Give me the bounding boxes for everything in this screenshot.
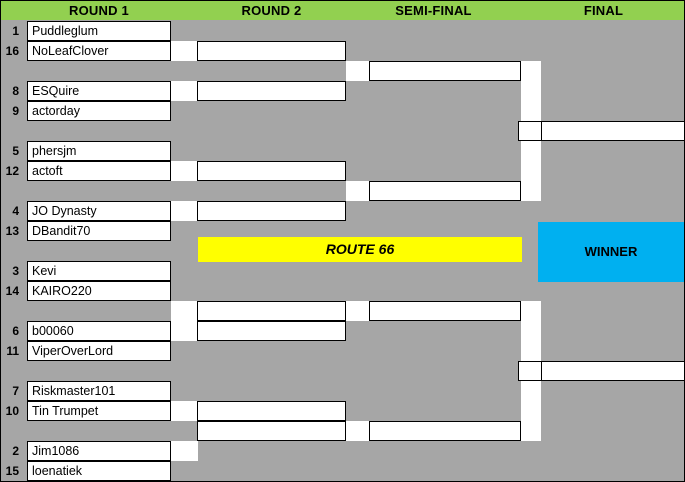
semifinal-slot[interactable] <box>369 181 521 201</box>
connector-r1-r2 <box>171 81 198 101</box>
seed-number: 15 <box>5 464 19 478</box>
player-name-box[interactable]: Kevi <box>27 261 171 281</box>
round2-slot[interactable] <box>197 41 346 61</box>
round2-slot[interactable] <box>197 301 346 321</box>
player-name-box[interactable]: actoft <box>27 161 171 181</box>
bracket-header-band: ROUND 1 ROUND 2 SEMI-FINAL FINAL <box>1 1 684 20</box>
final-connector-stub <box>518 361 542 381</box>
connector-r2-sf <box>346 301 370 321</box>
seed-number: 4 <box>12 204 19 218</box>
semifinal-slot[interactable] <box>369 301 521 321</box>
seed-number: 9 <box>12 104 19 118</box>
player-name-box[interactable]: ESQuire <box>27 81 171 101</box>
round2-slot[interactable] <box>197 201 346 221</box>
seed-number: 7 <box>12 384 19 398</box>
seed-number: 8 <box>12 84 19 98</box>
round2-slot[interactable] <box>197 161 346 181</box>
column-header-round-2: ROUND 2 <box>241 3 302 18</box>
final-slot[interactable] <box>541 361 684 381</box>
connector-r1-r2 <box>171 441 198 461</box>
connector-r1-r2 <box>171 401 198 421</box>
connector-r1-r2 <box>171 201 198 221</box>
connector-sf-final-bottom-lower <box>521 361 541 441</box>
winner-box[interactable]: WINNER <box>538 222 684 282</box>
player-name-box[interactable]: KAIRO220 <box>27 281 171 301</box>
round2-slot[interactable] <box>197 81 346 101</box>
player-name-box[interactable]: Puddleglum <box>27 21 171 41</box>
column-header-semi-final: SEMI-FINAL <box>395 3 472 18</box>
seed-number: 2 <box>12 444 19 458</box>
player-name-box[interactable]: DBandit70 <box>27 221 171 241</box>
connector-r2-sf <box>346 181 370 201</box>
player-name-box[interactable]: Riskmaster101 <box>27 381 171 401</box>
player-name-box[interactable]: Jim1086 <box>27 441 171 461</box>
round2-slot[interactable] <box>197 421 346 441</box>
seed-number: 6 <box>12 324 19 338</box>
column-header-round-1: ROUND 1 <box>69 3 129 18</box>
seed-number: 11 <box>6 344 19 358</box>
player-name-box[interactable]: phersjm <box>27 141 171 161</box>
player-name-box[interactable]: ViperOverLord <box>27 341 171 361</box>
player-name-box[interactable]: Tin Trumpet <box>27 401 171 421</box>
player-name-box[interactable]: NoLeafClover <box>27 41 171 61</box>
route-66-banner: ROUTE 66 <box>198 237 522 262</box>
seed-number: 14 <box>5 284 19 298</box>
connector-r1-r2 <box>171 321 198 341</box>
player-name-box[interactable]: b00060 <box>27 321 171 341</box>
semifinal-slot[interactable] <box>369 421 521 441</box>
player-name-box[interactable]: loenatiek <box>27 461 171 481</box>
player-name-box[interactable]: actorday <box>27 101 171 121</box>
seed-number: 12 <box>5 164 19 178</box>
player-name-box[interactable]: JO Dynasty <box>27 201 171 221</box>
connector-sf-final-top-lower <box>521 121 541 201</box>
connector-r1-r2 <box>171 161 198 181</box>
connector-r1-r2 <box>171 41 198 61</box>
final-connector-stub <box>518 121 542 141</box>
seed-number: 3 <box>12 264 19 278</box>
seed-number: 13 <box>5 224 19 238</box>
seed-number: 16 <box>5 44 19 58</box>
connector-r2-sf <box>346 61 370 81</box>
round2-slot[interactable] <box>197 401 346 421</box>
connector-r2-sf <box>346 421 370 441</box>
semifinal-slot[interactable] <box>369 61 521 81</box>
round2-slot[interactable] <box>197 321 346 341</box>
column-header-final: FINAL <box>583 3 624 18</box>
connector-r1-r2 <box>171 301 198 321</box>
seed-number: 5 <box>12 144 19 158</box>
seed-number: 1 <box>12 24 19 38</box>
seed-number: 10 <box>5 404 19 418</box>
final-slot[interactable] <box>541 121 684 141</box>
